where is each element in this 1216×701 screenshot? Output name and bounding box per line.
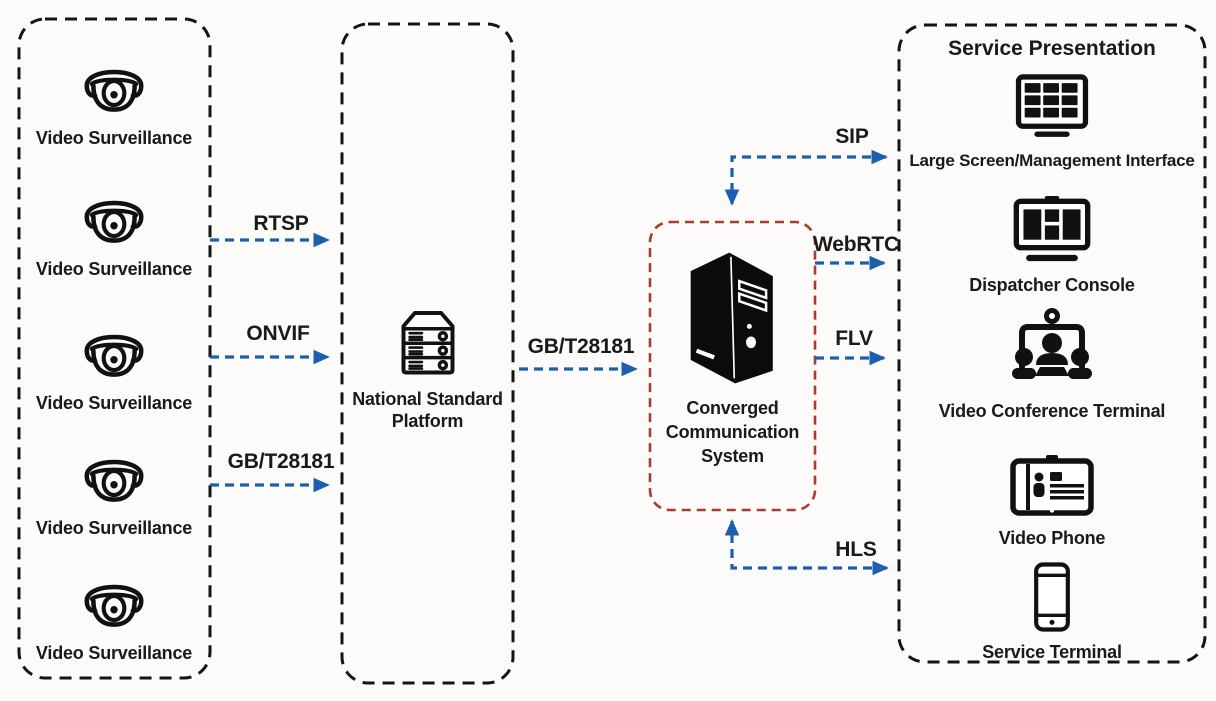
- video-surveillance-group-box: [17, 17, 212, 680]
- video-phone-label: Video Phone: [998, 528, 1106, 548]
- tower-server-icon: [690, 252, 773, 384]
- connector-sip: [724, 149, 888, 206]
- label-rtsp: RTSP: [253, 212, 309, 235]
- dome-camera-icon: [84, 459, 144, 502]
- video-surveillance-node: Video Surveillance: [26, 55, 202, 149]
- converged-communication-node: Converged Communication System: [650, 246, 815, 468]
- dome-camera-icon: [84, 584, 144, 627]
- converged-communication-box: [648, 220, 817, 512]
- service-terminal-node: Service Terminal: [899, 562, 1205, 663]
- video-conference-label: Video Conference Terminal: [938, 401, 1166, 421]
- camera-label: Video Surveillance: [35, 393, 193, 413]
- camera-label: Video Surveillance: [35, 259, 193, 279]
- video-surveillance-node: Video Surveillance: [26, 445, 202, 539]
- camera-label: Video Surveillance: [35, 518, 193, 538]
- service-presentation-box: [897, 23, 1207, 664]
- video-conference-icon: [1012, 308, 1092, 379]
- large-screen-label: Large Screen/Management Interface: [909, 151, 1195, 170]
- label-sip: SIP: [835, 125, 869, 148]
- large-screen-node: Large Screen/Management Interface: [899, 74, 1205, 172]
- dome-camera-icon: [84, 334, 144, 377]
- video-phone-node: Video Phone: [899, 454, 1205, 549]
- national-standard-platform-box: [340, 22, 515, 685]
- connector-hls: [724, 519, 889, 576]
- camera-label: Video Surveillance: [35, 643, 193, 663]
- service-presentation-title: Service Presentation: [948, 37, 1156, 60]
- label-onvif: ONVIF: [246, 322, 310, 345]
- dispatcher-console-label: Dispatcher Console: [969, 275, 1135, 295]
- video-phone-icon: [1010, 455, 1094, 516]
- video-wall-icon: [1015, 74, 1089, 137]
- video-surveillance-node: Video Surveillance: [26, 570, 202, 664]
- video-conference-node: Video Conference Terminal: [899, 308, 1205, 422]
- national-standard-platform-node: National Standard Platform: [342, 302, 513, 432]
- dispatcher-console-icon: [1013, 196, 1091, 262]
- label-hls: HLS: [835, 538, 877, 561]
- video-surveillance-node: Video Surveillance: [26, 320, 202, 414]
- label-flv: FLV: [835, 327, 873, 350]
- converged-label: Converged Communication System: [665, 398, 800, 466]
- dispatcher-console-node: Dispatcher Console: [899, 196, 1205, 296]
- dome-camera-icon: [84, 200, 144, 243]
- label-gbt28181-platform: GB/T28181: [527, 335, 635, 358]
- video-surveillance-node: Video Surveillance: [26, 186, 202, 280]
- label-gbt28181-cameras: GB/T28181: [227, 450, 335, 473]
- platform-label: National Standard Platform: [352, 389, 503, 431]
- label-webrtc: WebRTC: [813, 233, 899, 256]
- server-rack-icon: [401, 311, 454, 375]
- smartphone-icon: [1034, 562, 1070, 632]
- dome-camera-icon: [84, 69, 144, 112]
- service-terminal-label: Service Terminal: [982, 642, 1122, 662]
- camera-label: Video Surveillance: [35, 128, 193, 148]
